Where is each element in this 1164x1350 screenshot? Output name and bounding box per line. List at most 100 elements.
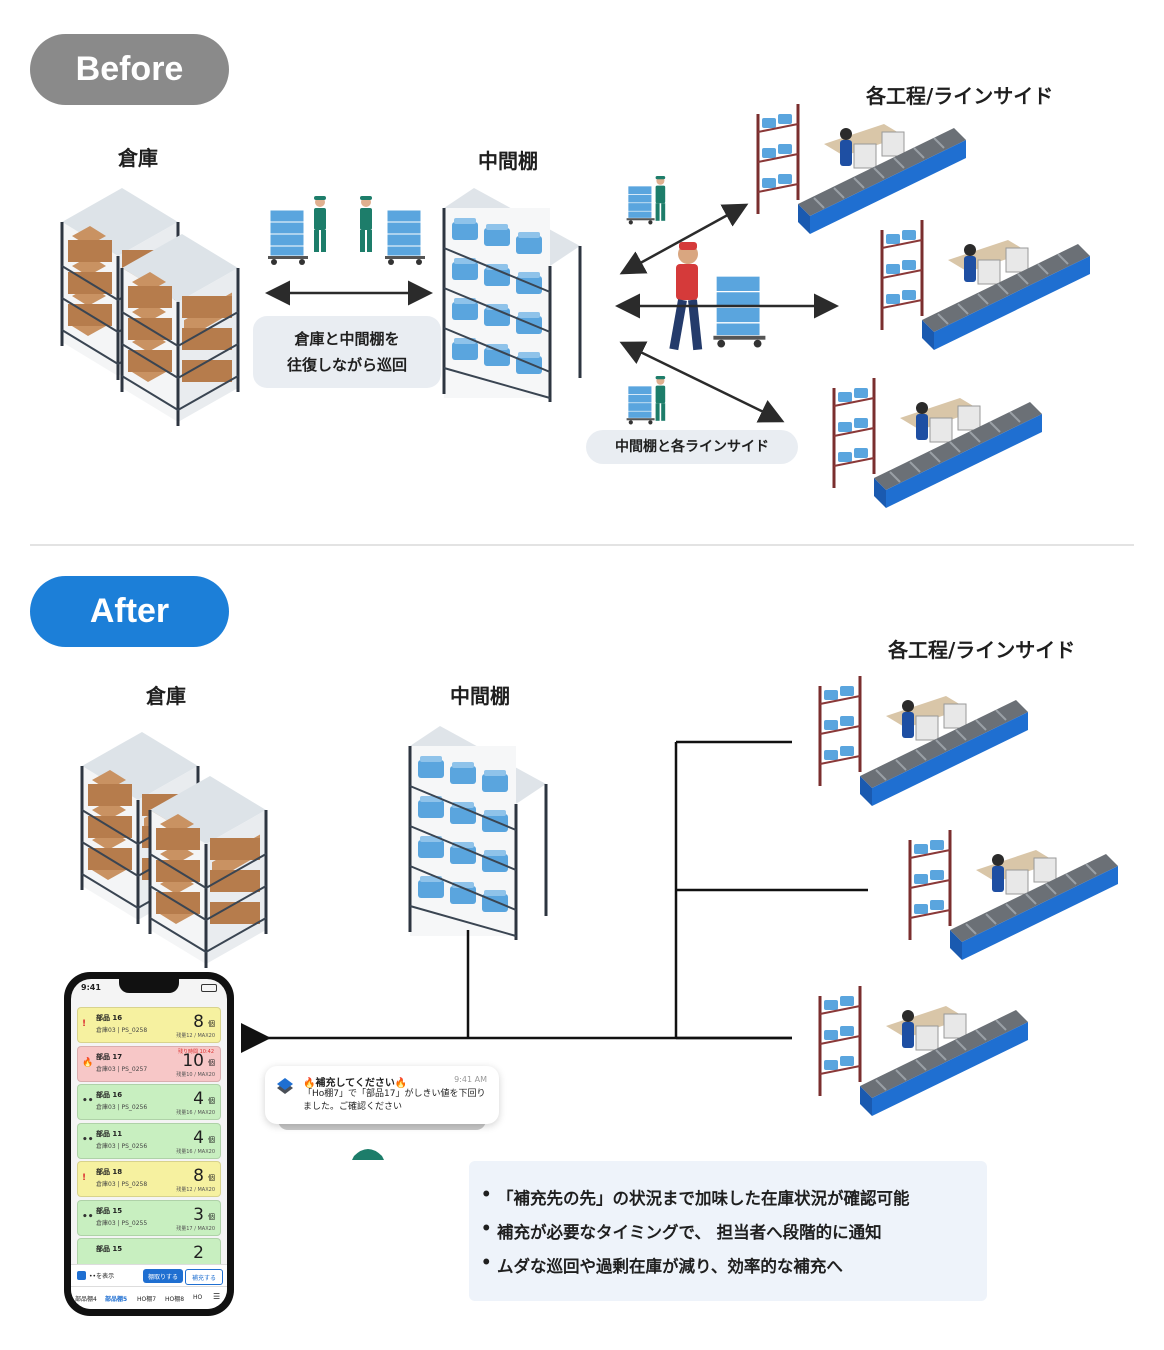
card-unit: 個 [208, 1020, 215, 1028]
notification-time: 9:41 AM [454, 1075, 487, 1084]
benefit-item: •ムダな巡回や過剰在庫が減り、効率的な補充へ [481, 1253, 843, 1276]
card-stock-meta: 残量12 / MAX20 [176, 1187, 215, 1193]
take-shelf-button[interactable]: 棚取りする [143, 1269, 183, 1283]
tab-parts-shelf-5[interactable]: 部品棚5 [105, 1296, 128, 1303]
card-status-icon: ! [82, 1019, 87, 1029]
card-stock-meta: 残量16 / MAX20 [176, 1148, 215, 1155]
before-badge-label: Before [75, 50, 184, 88]
card-count: 8 [193, 1012, 204, 1032]
card-stock-meta: 残量10 / MAX20 [176, 1071, 215, 1078]
card-status-icon: •• [82, 1134, 94, 1145]
notification-stack-shadow [278, 1120, 486, 1130]
before-arrow-line1 [619, 203, 749, 275]
before-middle-shelf-label: 中間棚 [478, 149, 538, 173]
after-warehouse-shelf-front [148, 774, 268, 970]
card-location: 倉庫03 | PS_0257 [96, 1065, 148, 1073]
card-count: 8 [193, 1166, 204, 1186]
replenish-button[interactable]: 補充する [185, 1269, 223, 1285]
after-worker-with-scanner [352, 1149, 384, 1160]
phone-action-bar: ••を表示 棚取りする 補充する [71, 1264, 227, 1287]
before-line-station-1 [756, 102, 968, 236]
card-part-name: 部品 17 [96, 1052, 123, 1061]
card-status-icon: •• [82, 1096, 94, 1106]
card-unit: 個 [208, 1135, 215, 1144]
card-count: 2 [193, 1243, 204, 1263]
card-stock-meta: 残量12 / MAX20 [176, 1033, 215, 1039]
before-carrying-workers [267, 196, 426, 266]
after-line-side-label: 各工程/ラインサイド [888, 638, 1076, 662]
card-location: 倉庫03 | PS_0255 [96, 1219, 148, 1227]
card-status-icon: ! [82, 1173, 87, 1183]
card-count: 3 [193, 1204, 204, 1225]
card-timer-tag: 残り時間 10:42 [178, 1048, 214, 1055]
notification-title: 🔥補充してください🔥 [303, 1078, 408, 1089]
card-count: 4 [193, 1089, 204, 1109]
tab-parts-shelf-4[interactable]: 部品棚4 [75, 1296, 97, 1303]
card-unit: 個 [208, 1174, 215, 1182]
after-illustration [80, 674, 1120, 1160]
battery-icon [201, 984, 217, 992]
phone-status-time: 9:41 [81, 983, 101, 992]
before-badge: Before [30, 34, 229, 105]
card-part-name: 部品 15 [96, 1206, 123, 1215]
card-count: 10 [182, 1050, 204, 1071]
show-checkbox-label: ••を表示 [89, 1273, 115, 1280]
card-part-name: 部品 11 [96, 1129, 123, 1138]
tab-ho-shelf-7[interactable]: HO棚7 [137, 1296, 157, 1303]
before-middle-shelf [442, 186, 582, 404]
before-line-station-2 [880, 218, 1092, 352]
card-location: 倉庫03 | PS_0256 [96, 1104, 148, 1111]
before-arrow-line3 [619, 341, 785, 423]
benefits-box: •「補充先の先」の状況まで加味した在庫状況が確認可能 •補充が必要なタイミングで… [469, 1161, 987, 1301]
card-location: 倉庫03 | PS_0258 [96, 1027, 148, 1034]
card-stock-meta: 残量17 / MAX20 [176, 1225, 215, 1232]
after-line-station-3 [818, 984, 1030, 1118]
tab-ho[interactable]: HO [193, 1294, 203, 1301]
before-small-worker-top [626, 176, 666, 225]
show-checkbox[interactable] [77, 1271, 86, 1280]
notification-body: 「Ho棚7」で「部品17」がしきい値を下回りました。ご確認ください [303, 1089, 486, 1112]
after-line-station-1 [818, 674, 1030, 808]
card-unit: 個 [208, 1097, 215, 1105]
before-main-worker [669, 242, 767, 351]
card-location: 倉庫03 | PS_0256 [96, 1142, 148, 1150]
before-line-side-label: 各工程/ラインサイド [866, 84, 1054, 108]
tab-ho-shelf-8[interactable]: HO棚8 [165, 1296, 185, 1303]
card-part-name: 部品 18 [96, 1168, 123, 1176]
after-badge-label: After [89, 592, 170, 630]
push-notification[interactable]: 🔥補充してください🔥 9:41 AM 「Ho棚7」で「部品17」がしきい値を下回… [265, 1066, 499, 1124]
after-connector-lines [241, 740, 868, 1053]
benefit-item: •補充が必要なタイミングで、 担当者へ段階的に通知 [481, 1219, 882, 1242]
phone-notch [119, 979, 179, 993]
card-part-name: 部品 16 [96, 1014, 123, 1022]
after-middle-shelf-label: 中間棚 [450, 684, 510, 708]
card-part-name: 部品 16 [96, 1091, 123, 1099]
card-part-name: 部品 15 [96, 1245, 123, 1253]
card-location: 倉庫03 | PS_0258 [96, 1181, 148, 1188]
before-note-round-trip-line2: 往復しながら巡回 [286, 356, 407, 374]
card-count: 4 [193, 1127, 204, 1148]
before-note-round-trip: 倉庫と中間棚を 往復しながら巡回 [253, 316, 441, 388]
phone-tab-bar: 部品棚4 部品棚5 HO棚7 HO棚8 HO ☰ [71, 1286, 227, 1309]
card-status-icon: •• [82, 1211, 94, 1222]
after-line-station-2 [908, 828, 1120, 962]
app-icon [277, 1078, 293, 1094]
before-note-shelf-to-line: 中間棚と各ラインサイド [586, 430, 798, 464]
after-warehouse-label: 倉庫 [146, 684, 186, 708]
menu-icon[interactable]: ☰ [213, 1292, 221, 1301]
before-small-worker-bottom [626, 376, 666, 425]
before-line-station-3 [832, 376, 1044, 510]
card-stock-meta: 残量16 / MAX20 [176, 1110, 215, 1116]
before-warehouse-shelf-front [120, 232, 240, 428]
card-status-icon: 🔥 [82, 1057, 94, 1068]
before-note-round-trip-line1: 倉庫と中間棚を [294, 330, 400, 348]
card-unit: 個 [208, 1212, 215, 1221]
